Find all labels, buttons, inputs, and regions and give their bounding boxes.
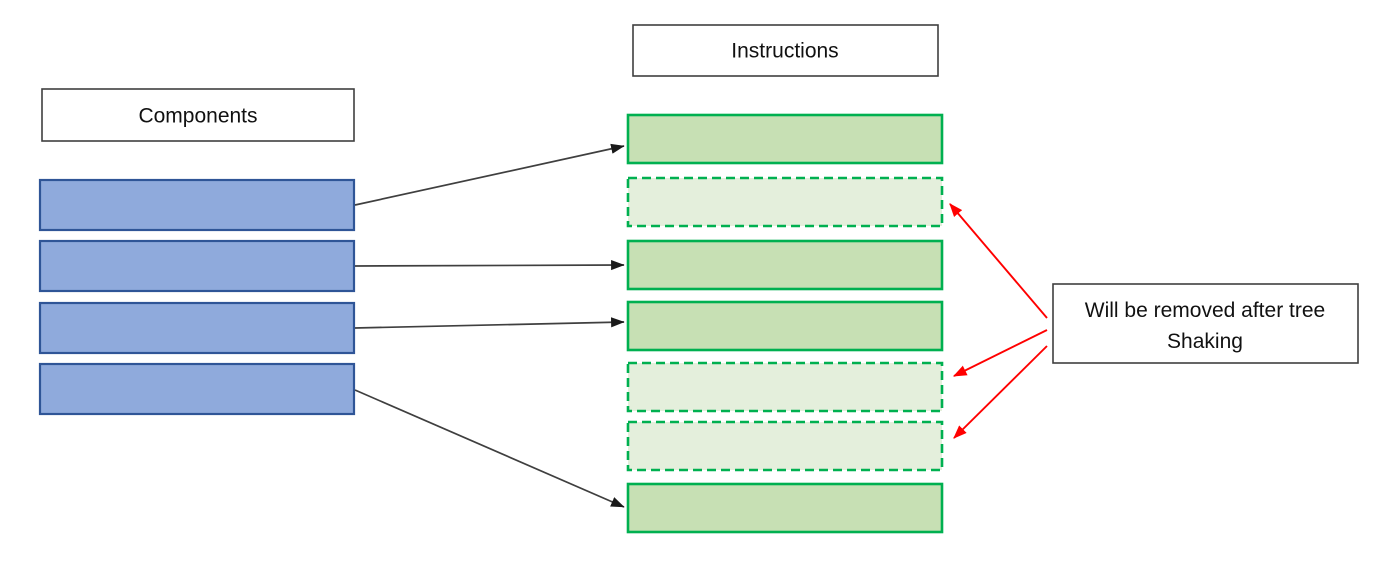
instruction-block-5-removed[interactable]: [626, 361, 944, 413]
removal-arrow-3: [953, 345, 1048, 439]
component-block-4[interactable]: [38, 362, 356, 416]
component-block-1[interactable]: [38, 178, 356, 232]
instruction-block-4-kept[interactable]: [626, 300, 944, 352]
connector-arrow-1: [354, 143, 625, 206]
annotation-line-2: Shaking: [1167, 330, 1243, 353]
connector-arrows: [354, 143, 625, 508]
removal-arrows: [949, 203, 1048, 439]
tree-shaking-annotation-box: Will be removed after tree Shaking: [1052, 283, 1359, 364]
removal-arrow-1: [949, 203, 1048, 319]
removal-arrow-2: [952, 329, 1048, 377]
component-block-2[interactable]: [38, 239, 356, 293]
instruction-block-1-kept[interactable]: [626, 113, 944, 165]
component-block-3[interactable]: [38, 301, 356, 355]
instruction-block-3-kept[interactable]: [626, 239, 944, 291]
instructions-label-box: Instructions: [632, 24, 939, 77]
annotation-line-1: Will be removed after tree: [1085, 299, 1325, 322]
connector-arrow-2: [354, 259, 625, 271]
components-column: [38, 178, 356, 416]
instruction-block-2-removed[interactable]: [626, 176, 944, 228]
title-boxes: Components Instructions: [41, 24, 939, 142]
connector-arrow-4: [354, 389, 625, 508]
instructions-column: [626, 113, 944, 534]
components-label-text: Components: [138, 105, 257, 128]
connector-arrow-3: [354, 317, 625, 329]
instruction-block-7-kept[interactable]: [626, 482, 944, 534]
components-label-box: Components: [41, 88, 355, 142]
instruction-block-6-removed[interactable]: [626, 420, 944, 472]
instructions-label-text: Instructions: [731, 40, 838, 63]
